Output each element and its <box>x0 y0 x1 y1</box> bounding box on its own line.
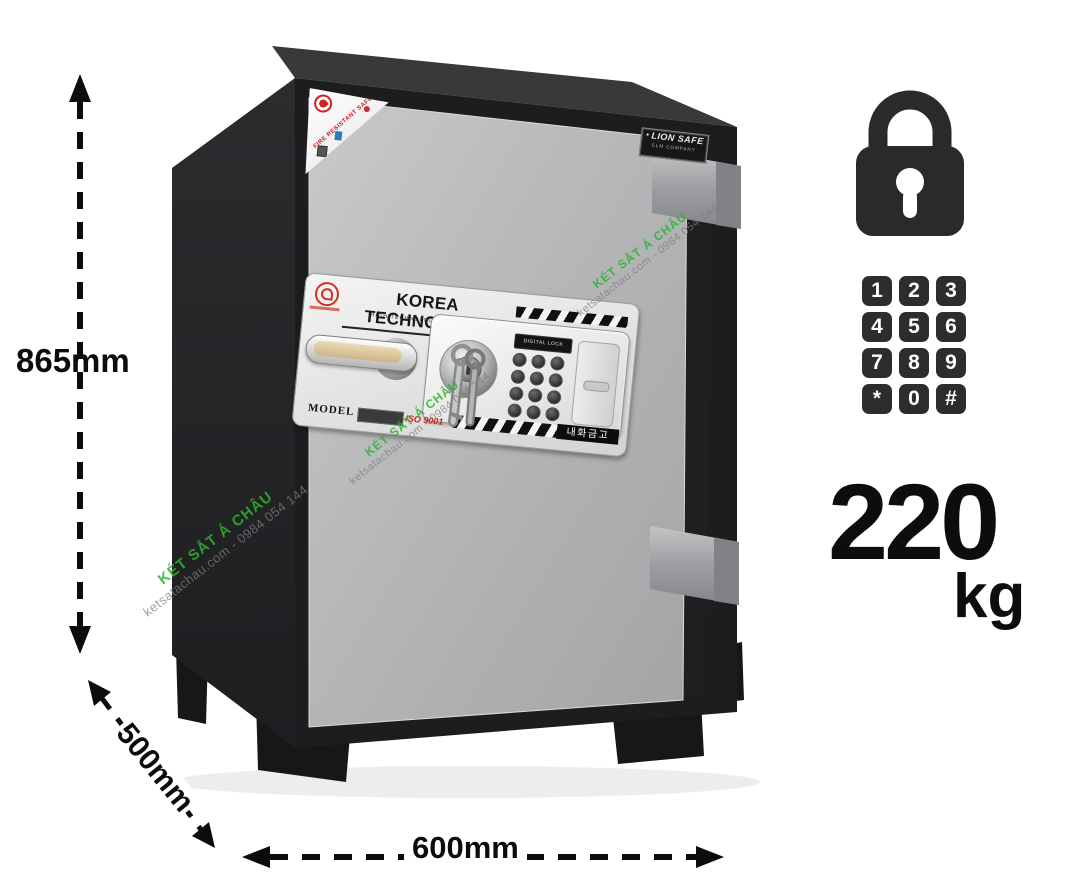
keypad-key: 3 <box>936 276 966 306</box>
keypad-key: 2 <box>899 276 929 306</box>
safe-left-face <box>172 78 295 748</box>
fire-icon <box>313 94 333 114</box>
weight-unit: kg <box>953 562 1026 631</box>
hinge-top <box>652 150 741 229</box>
keypad-key: 1 <box>862 276 892 306</box>
model-label: MODEL <box>307 401 355 419</box>
keypad-key: 0 <box>899 384 929 414</box>
hinge-bottom <box>650 526 739 605</box>
keypad-icon: 1 2 3 4 5 6 7 8 9 * 0 # <box>862 276 966 414</box>
keypad-key: 7 <box>862 348 892 378</box>
width-arrow <box>242 846 724 868</box>
digital-lock-display: DIGITAL LOCK <box>513 333 573 354</box>
panel-logo-icon <box>313 281 341 308</box>
keypad-key: 6 <box>936 312 966 342</box>
keypad-key: * <box>862 384 892 414</box>
panel-logo-text <box>309 305 340 312</box>
safe-top-face <box>272 46 737 127</box>
keypad-key: 4 <box>862 312 892 342</box>
height-dimension-label: 865mm <box>16 342 130 379</box>
keypad-key: 5 <box>899 312 929 342</box>
keypad-key: 9 <box>936 348 966 378</box>
width-dimension-label: 600mm <box>404 832 527 863</box>
lock-icon <box>856 90 964 236</box>
height-arrow <box>69 74 91 654</box>
keys-icon <box>448 343 486 427</box>
weight-value: 220 <box>828 461 1000 582</box>
floor-shadow <box>170 766 760 798</box>
model-number-box <box>356 407 405 426</box>
keypad-key: 8 <box>899 348 929 378</box>
keypad-key: # <box>936 384 966 414</box>
battery-cover <box>570 340 621 429</box>
